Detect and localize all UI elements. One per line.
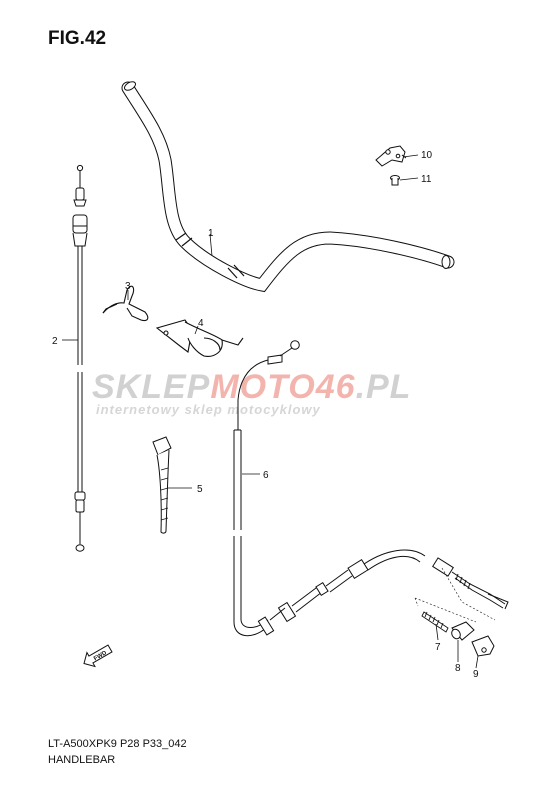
part-screw	[390, 175, 400, 186]
callout-8: 8	[455, 663, 461, 674]
figure-title: FIG.42	[48, 28, 107, 49]
watermark-brand-c: 46	[315, 368, 356, 406]
part-spring	[421, 611, 449, 633]
part-adjuster	[451, 621, 475, 641]
leader-lines	[62, 154, 479, 669]
part-cable-tie	[152, 436, 172, 534]
callout-5: 5	[197, 484, 203, 495]
part-cable-left	[72, 164, 88, 552]
watermark-brand-a: SKLEP	[92, 368, 210, 406]
part-clamp	[155, 319, 244, 357]
callout-1: 1	[208, 228, 214, 239]
callout-4: 4	[198, 318, 204, 329]
callout-7: 7	[435, 642, 441, 653]
part-handlebar	[121, 81, 455, 293]
part-wire-clip	[102, 285, 149, 322]
part-cable-right	[233, 340, 509, 637]
part-bracket	[471, 635, 495, 657]
callout-9: 9	[473, 669, 479, 680]
callout-6: 6	[263, 470, 269, 481]
assembly-lines	[414, 567, 496, 623]
watermark-brand-d: .PL	[356, 368, 412, 406]
callout-2: 2	[52, 336, 58, 347]
watermark-brand-b: MOTO	[210, 368, 315, 406]
fwd-arrow-icon: FWD	[83, 644, 113, 668]
model-code: LT-A500XPK9 P28 P33_042	[48, 738, 187, 750]
watermark: SKLEPMOTO46.PL internetowy sklep motocyk…	[92, 368, 411, 417]
part-callouts: 1 2 3 4 5 6 7 8 9 10 11	[52, 150, 479, 680]
callout-10: 10	[421, 150, 433, 161]
watermark-tagline: internetowy sklep motocyklowy	[96, 402, 321, 417]
section-name: HANDLEBAR	[48, 754, 116, 766]
callout-11: 11	[421, 174, 432, 185]
callout-3: 3	[125, 281, 131, 292]
part-lever-bracket	[375, 145, 407, 167]
svg-text:SKLEPMOTO46.PL: SKLEPMOTO46.PL	[92, 368, 411, 406]
